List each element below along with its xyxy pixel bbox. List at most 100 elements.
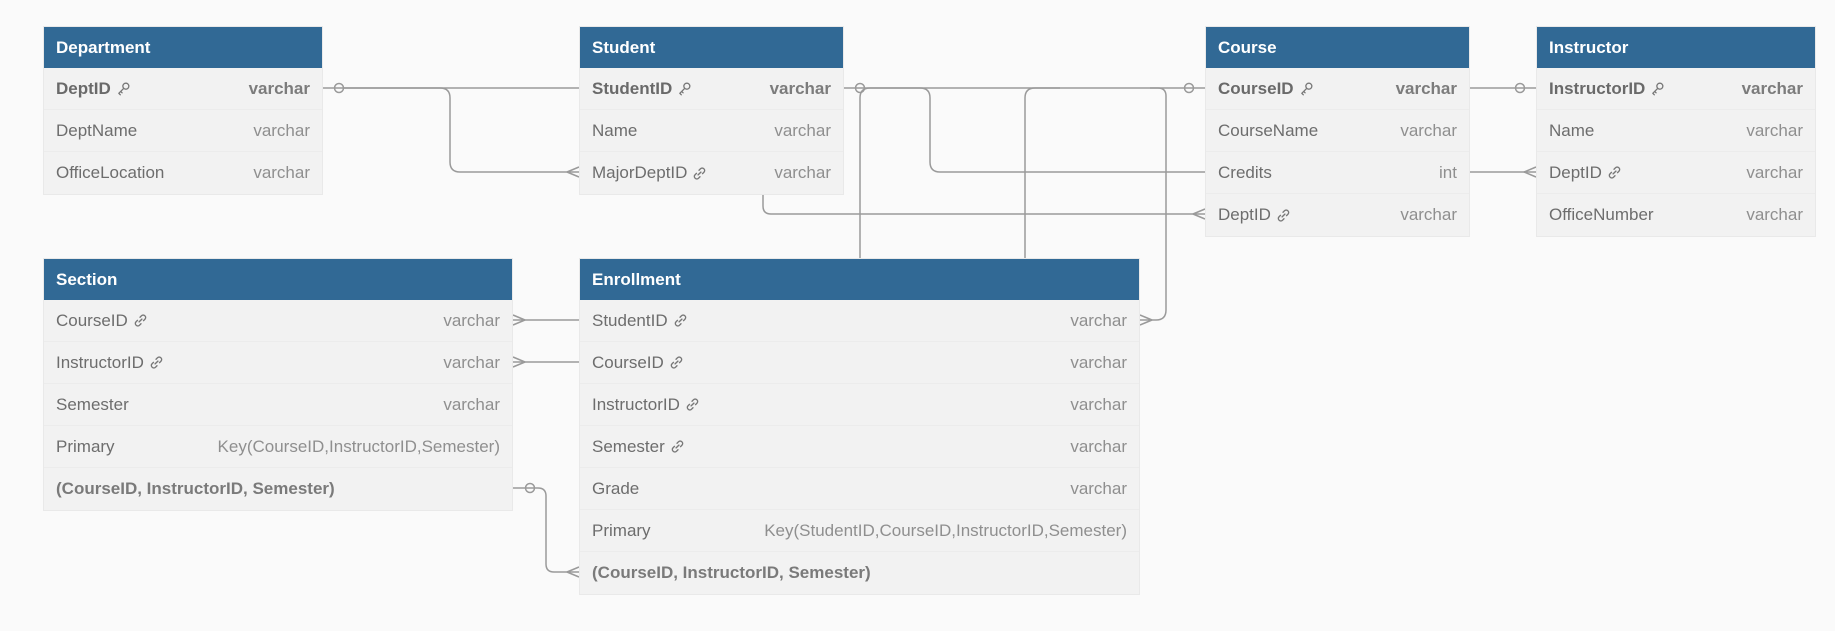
link-icon: [685, 397, 700, 412]
field-name: StudentID: [592, 310, 668, 330]
field-name-wrap: DeptID: [1549, 163, 1622, 183]
field-name-wrap: Name: [1549, 121, 1594, 141]
field-name-wrap: DeptName: [56, 121, 137, 141]
field-name-wrap: CourseName: [1218, 121, 1318, 141]
many-end-marker: [1139, 314, 1153, 326]
field-name-wrap: (CourseID, InstructorID, Semester): [56, 479, 335, 499]
field-row[interactable]: MajorDeptID varchar: [580, 152, 843, 194]
field-row[interactable]: Primary Key(StudentID,CourseID,Instructor…: [580, 510, 1139, 552]
entity-title: Enrollment: [580, 259, 1139, 300]
field-name: Primary: [592, 520, 651, 540]
many-end-marker: [1523, 166, 1537, 178]
entity-title: Section: [44, 259, 512, 300]
field-type: varchar: [1395, 78, 1457, 98]
many-end-marker: [566, 566, 580, 578]
field-row[interactable]: OfficeLocation varchar: [44, 152, 322, 194]
entity-title: Course: [1206, 27, 1469, 68]
entity-title: Student: [580, 27, 843, 68]
field-row[interactable]: Semester varchar: [580, 426, 1139, 468]
field-type: varchar: [253, 163, 310, 182]
field-name-wrap: Semester: [56, 395, 129, 415]
field-type: varchar: [1070, 478, 1127, 498]
field-name: Name: [1549, 120, 1595, 140]
many-end-marker: [566, 166, 580, 178]
field-type: varchar: [1070, 352, 1127, 372]
student-coursedept-line: [762, 193, 1205, 215]
field-name: InstructorID: [1549, 78, 1646, 98]
field-name: CourseID: [592, 352, 664, 372]
link-icon: [692, 166, 707, 181]
field-name-wrap: Semester: [592, 437, 685, 457]
field-row[interactable]: DeptID varchar: [1206, 194, 1469, 236]
field-type: varchar: [1746, 162, 1803, 182]
link-icon: [1276, 208, 1291, 223]
field-row[interactable]: Grade varchar: [580, 468, 1139, 510]
field-name: DeptID: [1218, 205, 1271, 224]
link-icon: [669, 355, 684, 370]
field-type: varchar: [774, 120, 831, 140]
field-name-wrap: DeptID: [56, 79, 131, 99]
field-name-wrap: CourseID: [1218, 79, 1314, 99]
field-name: (CourseID, InstructorID, Semester): [56, 479, 335, 498]
key-icon: [1299, 81, 1314, 96]
field-type: Key(StudentID,CourseID,InstructorID,Seme…: [764, 520, 1127, 540]
field-type: varchar: [769, 78, 831, 98]
field-type: varchar: [248, 78, 310, 98]
field-name-wrap: MajorDeptID: [592, 163, 707, 183]
field-name: DeptID: [1549, 162, 1602, 182]
field-name: (CourseID, InstructorID, Semester): [592, 563, 871, 582]
field-row[interactable]: Name varchar: [1537, 110, 1815, 152]
link-icon: [133, 313, 148, 328]
field-row[interactable]: (CourseID, InstructorID, Semester): [44, 468, 512, 510]
field-row[interactable]: CourseID varchar: [1206, 68, 1469, 110]
field-name-wrap: StudentID: [592, 79, 692, 99]
link-icon: [149, 355, 164, 370]
field-type: varchar: [1746, 120, 1803, 140]
field-name: CourseID: [56, 310, 128, 330]
field-name-wrap: OfficeNumber: [1549, 205, 1654, 225]
link-icon: [673, 313, 688, 328]
field-name-wrap: OfficeLocation: [56, 163, 164, 183]
field-row[interactable]: StudentID varchar: [580, 68, 843, 110]
field-row[interactable]: DeptID varchar: [44, 68, 322, 110]
key-icon: [677, 81, 692, 96]
field-row[interactable]: CourseID varchar: [580, 342, 1139, 384]
field-row[interactable]: InstructorID varchar: [44, 342, 512, 384]
field-name-wrap: Primary: [56, 437, 115, 457]
field-type: varchar: [1400, 205, 1457, 224]
many-end-marker: [512, 356, 526, 368]
field-type: varchar: [774, 163, 831, 182]
field-name-wrap: Grade: [592, 479, 639, 499]
field-name: MajorDeptID: [592, 163, 688, 182]
field-row[interactable]: Semester varchar: [44, 384, 512, 426]
section-enrollment-composite-line: [513, 487, 579, 573]
field-type: varchar: [1070, 436, 1127, 456]
field-name: Grade: [592, 478, 640, 498]
dept-majordept-line: [343, 87, 579, 173]
field-type: varchar: [443, 352, 500, 372]
field-type: varchar: [443, 394, 500, 414]
field-row[interactable]: (CourseID, InstructorID, Semester): [580, 552, 1139, 594]
field-name: OfficeLocation: [56, 163, 165, 182]
field-name-wrap: InstructorID: [56, 353, 164, 373]
entity-title: Instructor: [1537, 27, 1815, 68]
field-row[interactable]: DeptID varchar: [1537, 152, 1815, 194]
